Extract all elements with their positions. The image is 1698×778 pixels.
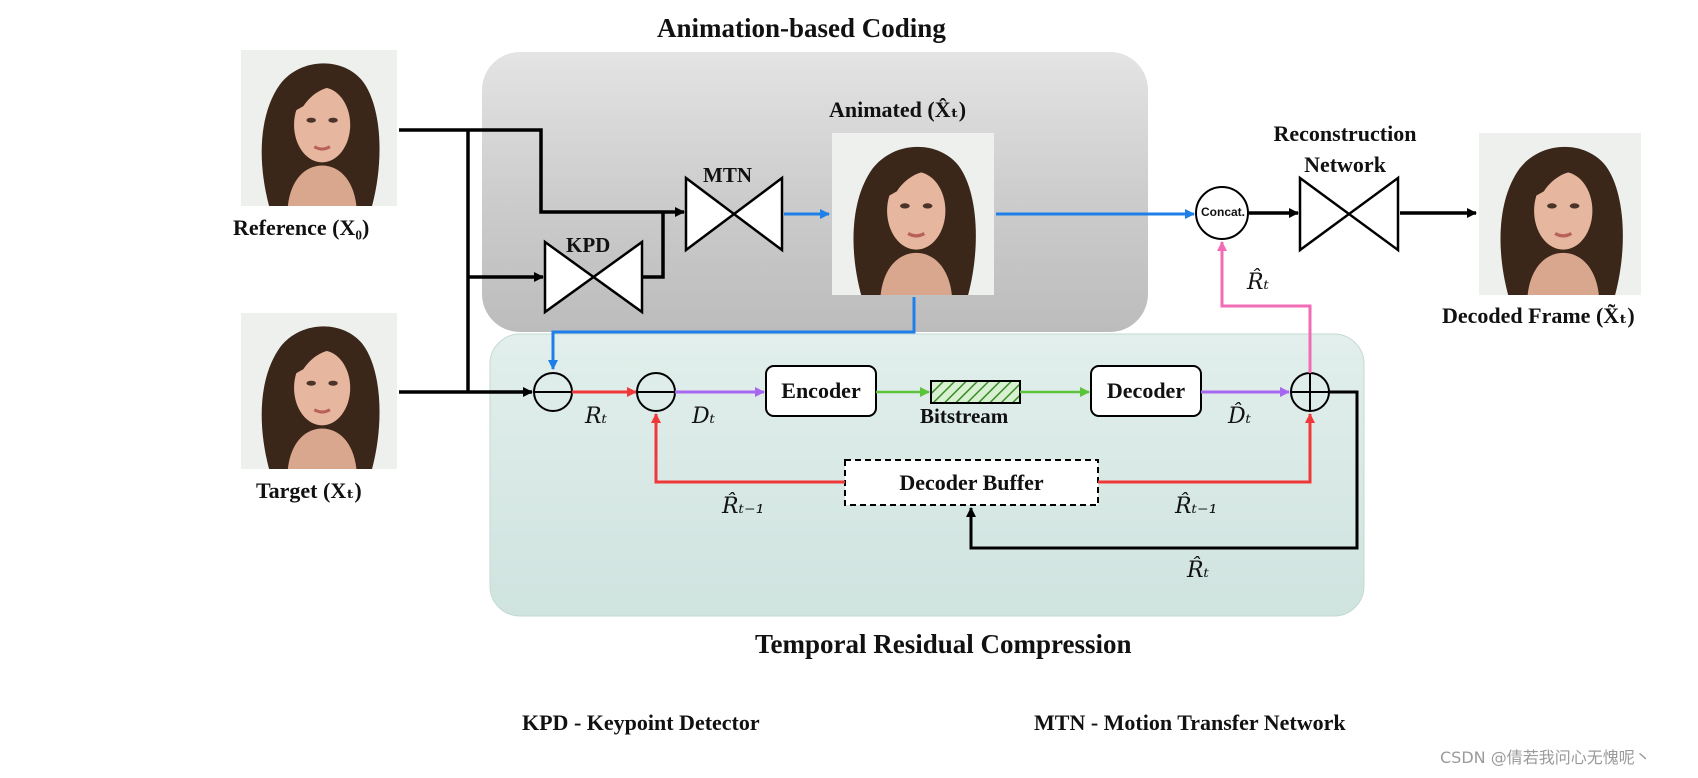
reconstruction-block bbox=[1298, 175, 1400, 253]
kpd-label: KPD bbox=[566, 233, 611, 257]
bitstream-box bbox=[930, 380, 1021, 404]
bitstream-label: Bitstream bbox=[920, 404, 1009, 428]
concat-node bbox=[1195, 186, 1249, 240]
animated-image bbox=[830, 131, 996, 297]
animation-coding-panel bbox=[482, 52, 1148, 332]
concat-label: Concat. bbox=[1201, 205, 1246, 219]
target-label: Target (Xₜ) bbox=[256, 478, 362, 503]
rt-label: Rₜ bbox=[585, 404, 607, 429]
decoder-buffer-label: Decoder Buffer bbox=[899, 470, 1044, 495]
legend-mtn: MTN - Motion Transfer Network bbox=[1034, 710, 1346, 735]
rhat-concat-label: R̂ₜ bbox=[1247, 270, 1269, 295]
rhat-prev-left-label: R̂ₜ₋₁ bbox=[722, 494, 765, 519]
rhat-prev-right-label: R̂ₜ₋₁ bbox=[1175, 494, 1218, 519]
mtn-block bbox=[684, 175, 784, 253]
decoded-frame-image bbox=[1477, 131, 1643, 297]
animated-to-subtract-arrow bbox=[548, 297, 916, 370]
mtn-label: MTN bbox=[703, 163, 752, 187]
legend-kpd: KPD - Keypoint Detector bbox=[522, 710, 760, 735]
reconstruction-label: Reconstruction Network bbox=[1273, 121, 1417, 177]
input-lines bbox=[399, 128, 685, 397]
buffer-to-subtract-arrow bbox=[651, 413, 845, 484]
encoder-label: Encoder bbox=[781, 378, 861, 403]
kpd-block bbox=[543, 239, 644, 315]
feedback-arrow bbox=[966, 390, 1359, 550]
rhat-bottom-label: R̂ₜ bbox=[1187, 558, 1209, 583]
dt-label: Dₜ bbox=[692, 404, 716, 429]
bottom-title: Temporal Residual Compression bbox=[755, 629, 1132, 659]
animated-label: Animated (X̂ₜ) bbox=[829, 97, 967, 122]
dhat-label: D̂ₜ bbox=[1228, 404, 1252, 429]
watermark: CSDN @倩若我问心无愧呢丶 bbox=[1440, 748, 1651, 767]
rhat-to-concat-arrow bbox=[1217, 241, 1312, 373]
title: Animation-based Coding bbox=[657, 13, 946, 43]
target-image bbox=[239, 311, 399, 471]
decoded-frame-label: Decoded Frame (X̃ₜ) bbox=[1442, 303, 1635, 328]
decoder-buffer-box bbox=[844, 459, 1099, 506]
decoder-label: Decoder bbox=[1106, 378, 1186, 403]
reference-image bbox=[239, 48, 399, 208]
buffer-to-add-arrow bbox=[1098, 413, 1315, 484]
reference-label: Reference (X₀) bbox=[233, 215, 370, 240]
